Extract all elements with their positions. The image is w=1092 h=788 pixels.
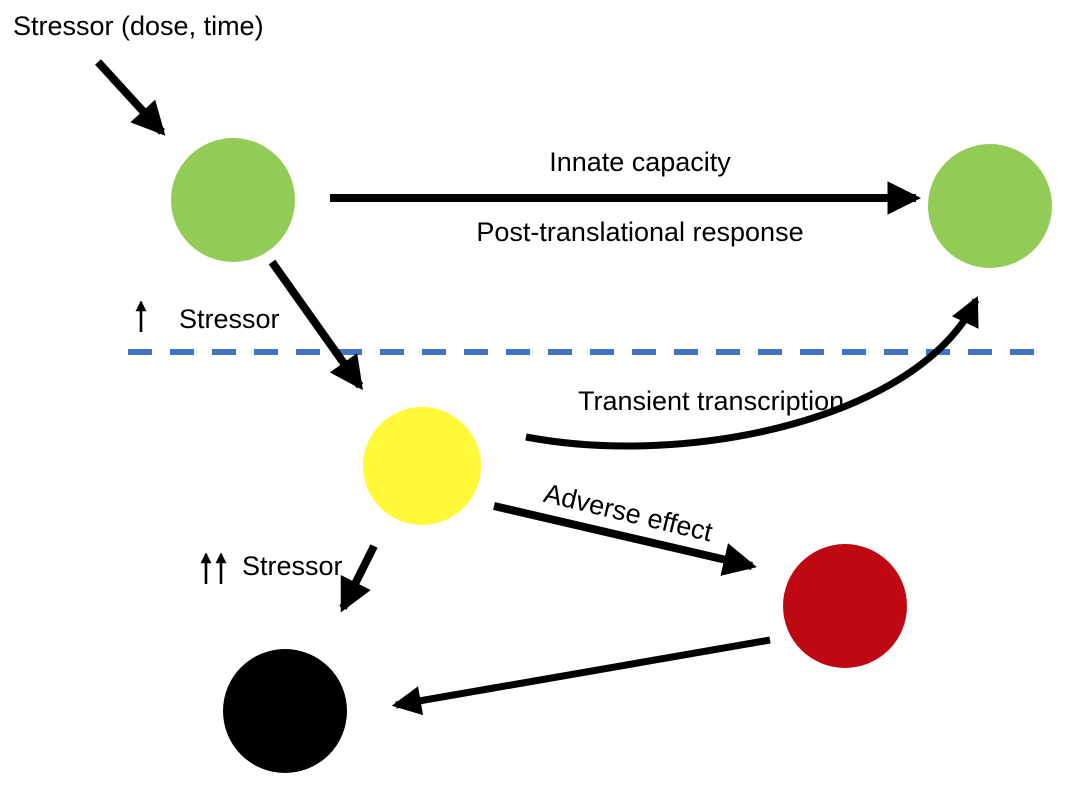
node-green-left [171, 138, 295, 262]
stressor-double-increase-label: Stressor [242, 551, 343, 581]
node-yellow [363, 407, 481, 525]
arrow-adverse-effect [493, 502, 757, 576]
transient-transcription-label: Transient transcription [578, 386, 845, 416]
arrow-red-to-black [391, 636, 771, 716]
stressor-input-label: Stressor (dose, time) [13, 11, 264, 41]
stressor-increase-label: Stressor [179, 304, 280, 334]
arrow-stressor-input [95, 59, 166, 136]
innate-capacity-label: Innate capacity [549, 147, 731, 177]
arrow-yellow-to-black [339, 544, 378, 613]
post-translational-response-label: Post-translational response [476, 217, 804, 247]
node-black [223, 649, 347, 773]
node-red [783, 544, 907, 668]
arrow-transient-transcription [525, 296, 980, 450]
node-green-right [928, 144, 1052, 268]
arrow-green-to-yellow [268, 259, 364, 391]
